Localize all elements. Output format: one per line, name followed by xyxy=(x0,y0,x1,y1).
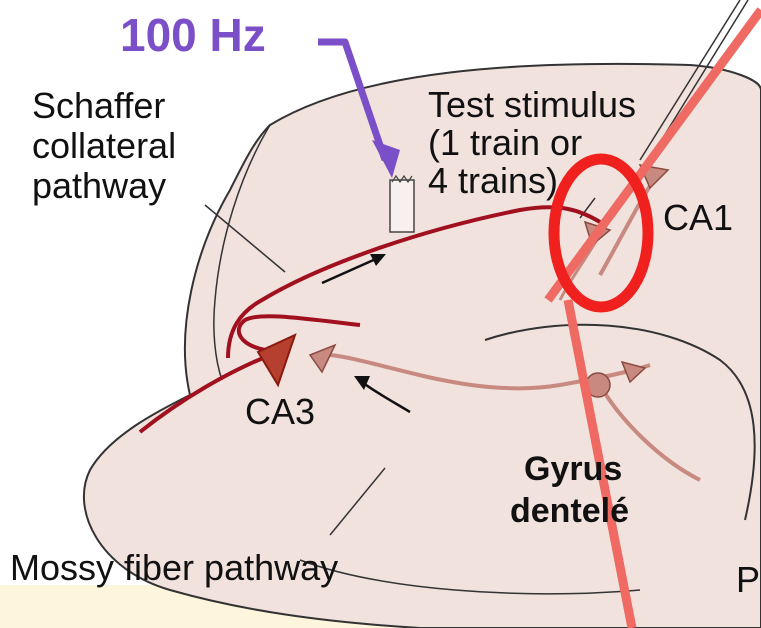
mossy-fiber-label: Mossy fiber pathway xyxy=(10,548,338,588)
cut-off-label: P xyxy=(736,560,760,600)
stimulating-electrode xyxy=(390,180,414,232)
test-stimulus-label: Test stimulus (1 train or 4 trains) xyxy=(428,86,636,200)
test-stimulus-line-1: Test stimulus xyxy=(428,86,636,124)
schaffer-line-2: collateral xyxy=(32,126,176,166)
dentate-line-1: Gyrus xyxy=(510,448,629,490)
schaffer-line-3: pathway xyxy=(32,166,176,206)
schaffer-line-1: Schaffer xyxy=(32,86,176,126)
test-stimulus-line-3: 4 trains) xyxy=(428,162,636,200)
dentate-gyrus-label: Gyrus dentelé xyxy=(510,448,629,532)
stimulus-frequency-label: 100 Hz xyxy=(120,8,266,62)
ca3-label: CA3 xyxy=(245,392,315,432)
test-stimulus-line-2: (1 train or xyxy=(428,124,636,162)
schaffer-collateral-label: Schaffer collateral pathway xyxy=(32,86,176,206)
dentate-line-2: dentelé xyxy=(510,490,629,532)
ca1-label: CA1 xyxy=(663,198,733,238)
